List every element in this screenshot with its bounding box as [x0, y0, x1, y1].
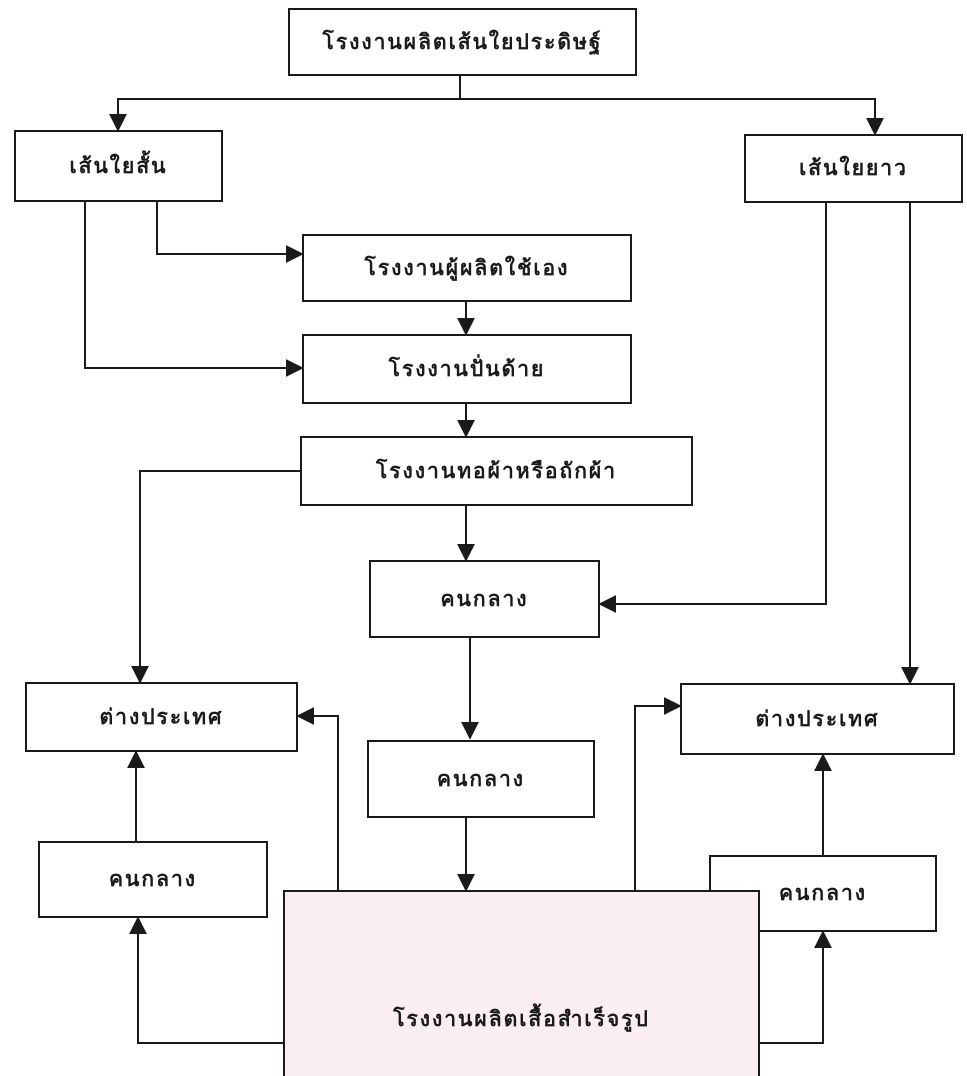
arrow-garment-to-middleman-right	[760, 930, 832, 1044]
arrow-short-to-spinning	[84, 202, 304, 377]
arrow-garment-to-abroad-right	[634, 697, 682, 890]
arrow-short-to-producer	[156, 202, 304, 263]
short-fiber-box: เส้นใยสั้น	[14, 130, 223, 202]
abroad-right-box: ต่างประเทศ	[680, 683, 955, 755]
producer-factory-box: โรงงานผู้ผลิตใช้เอง	[302, 234, 632, 302]
middleman-center-box-2: คนกลาง	[367, 740, 595, 818]
synthetic-fiber-factory-box: โรงงานผลิตเส้นใยประดิษฐ์	[288, 8, 637, 76]
middleman-left-box: คนกลาง	[38, 841, 268, 918]
weaving-knitting-factory-box: โรงงานทอผ้าหรือถักผ้า	[300, 436, 693, 506]
arrow-factory-to-short	[109, 76, 461, 132]
middleman-center-box: คนกลาง	[369, 560, 600, 638]
spinning-mill-box: โรงงานปั่นด้าย	[302, 334, 632, 404]
arrow-long-to-middleman	[598, 203, 827, 613]
arrow-garment-to-middleman-left	[129, 916, 283, 1044]
garment-factory-box: โรงงานผลิตเสื้อสำเร็จรูป	[283, 890, 760, 1076]
long-fiber-box: เส้นใยยาว	[744, 134, 963, 203]
arrow-factory-to-long	[460, 98, 884, 136]
arrow-garment-to-abroad-left	[296, 707, 339, 890]
arrow-weaving-to-abroad-left	[131, 470, 300, 684]
abroad-left-box: ต่างประเทศ	[25, 682, 298, 752]
